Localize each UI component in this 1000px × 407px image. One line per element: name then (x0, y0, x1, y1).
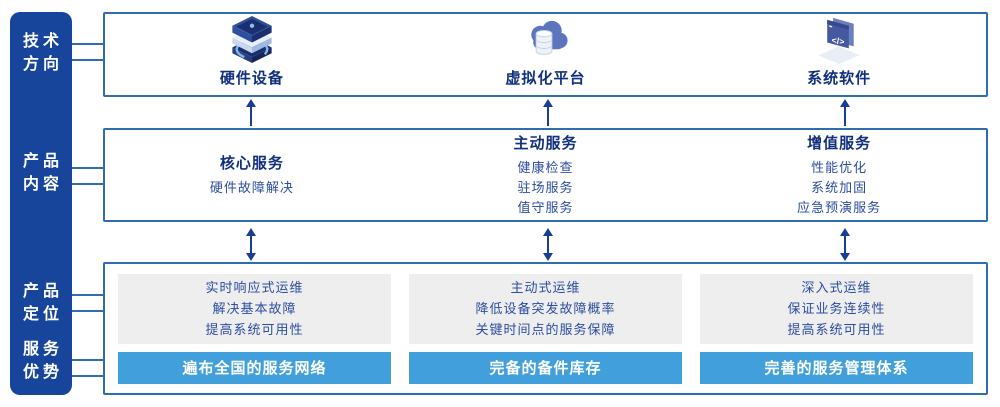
advantage-bar: 完善的服务管理体系 (700, 351, 973, 384)
sidebar-label-line: 产品 (22, 153, 63, 170)
tech-direction-box: 硬件设备 虚拟化平台 (103, 12, 988, 97)
positioning-line: 关键时间点的服务保障 (475, 322, 616, 338)
service-col-value-added: 增值服务 性能优化 系统加固 应急预演服务 (692, 130, 986, 220)
service-item: 系统加固 (811, 180, 868, 195)
positioning-line: 保证业务连续性 (787, 301, 886, 317)
tech-label-system-software: 系统软件 (807, 70, 872, 87)
service-item: 性能优化 (811, 160, 868, 175)
sidebar-label-product-content: 产品 内容 (10, 150, 72, 196)
tech-col-hardware: 硬件设备 (105, 14, 399, 95)
positioning-panel: 主动式运维 降低设备突发故障概率 关键时间点的服务保障 (409, 274, 682, 344)
sidebar-label-line: 服务 (22, 341, 63, 358)
double-arrow (839, 228, 851, 261)
sidebar-label-line: 优势 (22, 364, 63, 381)
sidebar-label-product-positioning: 产品 定位 (10, 280, 72, 326)
double-arrow (245, 228, 257, 261)
sidebar-label-line: 方向 (22, 56, 63, 73)
sidebar-label-service-advantage: 服务 优势 (10, 338, 72, 384)
positioning-col-indepth: 深入式运维 保证业务连续性 提高系统可用性 完善的服务管理体系 (700, 274, 973, 384)
service-heading: 主动服务 (513, 135, 578, 152)
product-content-box: 核心服务 硬件故障解决 主动服务 健康检查 驻场服务 值守服务 增值服务 性能优… (103, 128, 988, 222)
sidebar-label-line: 定位 (22, 306, 63, 323)
advantage-bar: 完备的备件库存 (409, 351, 682, 384)
positioning-panel: 实时响应式运维 解决基本故障 提高系统可用性 (118, 274, 391, 344)
category-sidebar: 技术 方向 产品 内容 产品 定位 服务 优势 (10, 12, 72, 395)
up-arrow (542, 99, 554, 126)
positioning-line: 实时响应式运维 (205, 280, 304, 296)
connector-line (72, 59, 103, 61)
positioning-line: 提高系统可用性 (787, 322, 886, 338)
sidebar-label-line: 产品 (22, 283, 63, 300)
sidebar-label-line: 内容 (22, 176, 63, 193)
up-arrow (245, 99, 257, 126)
tech-col-virtualization: 虚拟化平台 (399, 14, 693, 95)
positioning-line: 深入式运维 (801, 280, 872, 296)
connector-line (72, 167, 103, 169)
positioning-line: 提高系统可用性 (205, 322, 304, 338)
tech-label-virtualization: 虚拟化平台 (505, 70, 586, 87)
connector-line (72, 375, 103, 377)
connector-line (72, 183, 103, 185)
svg-text:</>: </> (832, 35, 845, 47)
service-item: 值守服务 (517, 200, 574, 215)
service-item: 健康检查 (517, 160, 574, 175)
connector-line (72, 294, 103, 296)
sidebar-label-line: 技术 (22, 33, 63, 50)
positioning-line: 降低设备突发故障概率 (475, 301, 616, 317)
service-heading: 增值服务 (807, 135, 872, 152)
service-item: 硬件故障解决 (209, 180, 294, 195)
sidebar-label-tech-direction: 技术 方向 (10, 30, 72, 76)
service-col-active: 主动服务 健康检查 驻场服务 值守服务 (399, 130, 693, 220)
positioning-advantage-box: 实时响应式运维 解决基本故障 提高系统可用性 遍布全国的服务网络 主动式运维 降… (103, 262, 988, 395)
positioning-line: 主动式运维 (510, 280, 581, 296)
positioning-col-realtime: 实时响应式运维 解决基本故障 提高系统可用性 遍布全国的服务网络 (118, 274, 391, 384)
cloud-database-icon (530, 20, 568, 55)
up-arrow (839, 99, 851, 126)
double-arrow (542, 228, 554, 261)
server-stack-icon (232, 15, 272, 64)
service-heading: 核心服务 (219, 155, 284, 172)
connector-line (72, 43, 103, 45)
connector-line (72, 310, 103, 312)
tech-label-hardware: 硬件设备 (219, 70, 284, 87)
positioning-panel: 深入式运维 保证业务连续性 提高系统可用性 (700, 274, 973, 344)
service-item: 驻场服务 (517, 180, 574, 195)
connector-line (72, 359, 103, 361)
advantage-bar: 遍布全国的服务网络 (118, 351, 391, 384)
positioning-col-proactive: 主动式运维 降低设备突发故障概率 关键时间点的服务保障 完备的备件库存 (409, 274, 682, 384)
positioning-line: 解决基本故障 (212, 301, 297, 317)
service-item: 应急预演服务 (797, 200, 882, 215)
code-window-icon: </> (818, 17, 860, 65)
tech-col-system-software: </> 系统软件 (692, 14, 986, 95)
service-col-core: 核心服务 硬件故障解决 (105, 130, 399, 220)
